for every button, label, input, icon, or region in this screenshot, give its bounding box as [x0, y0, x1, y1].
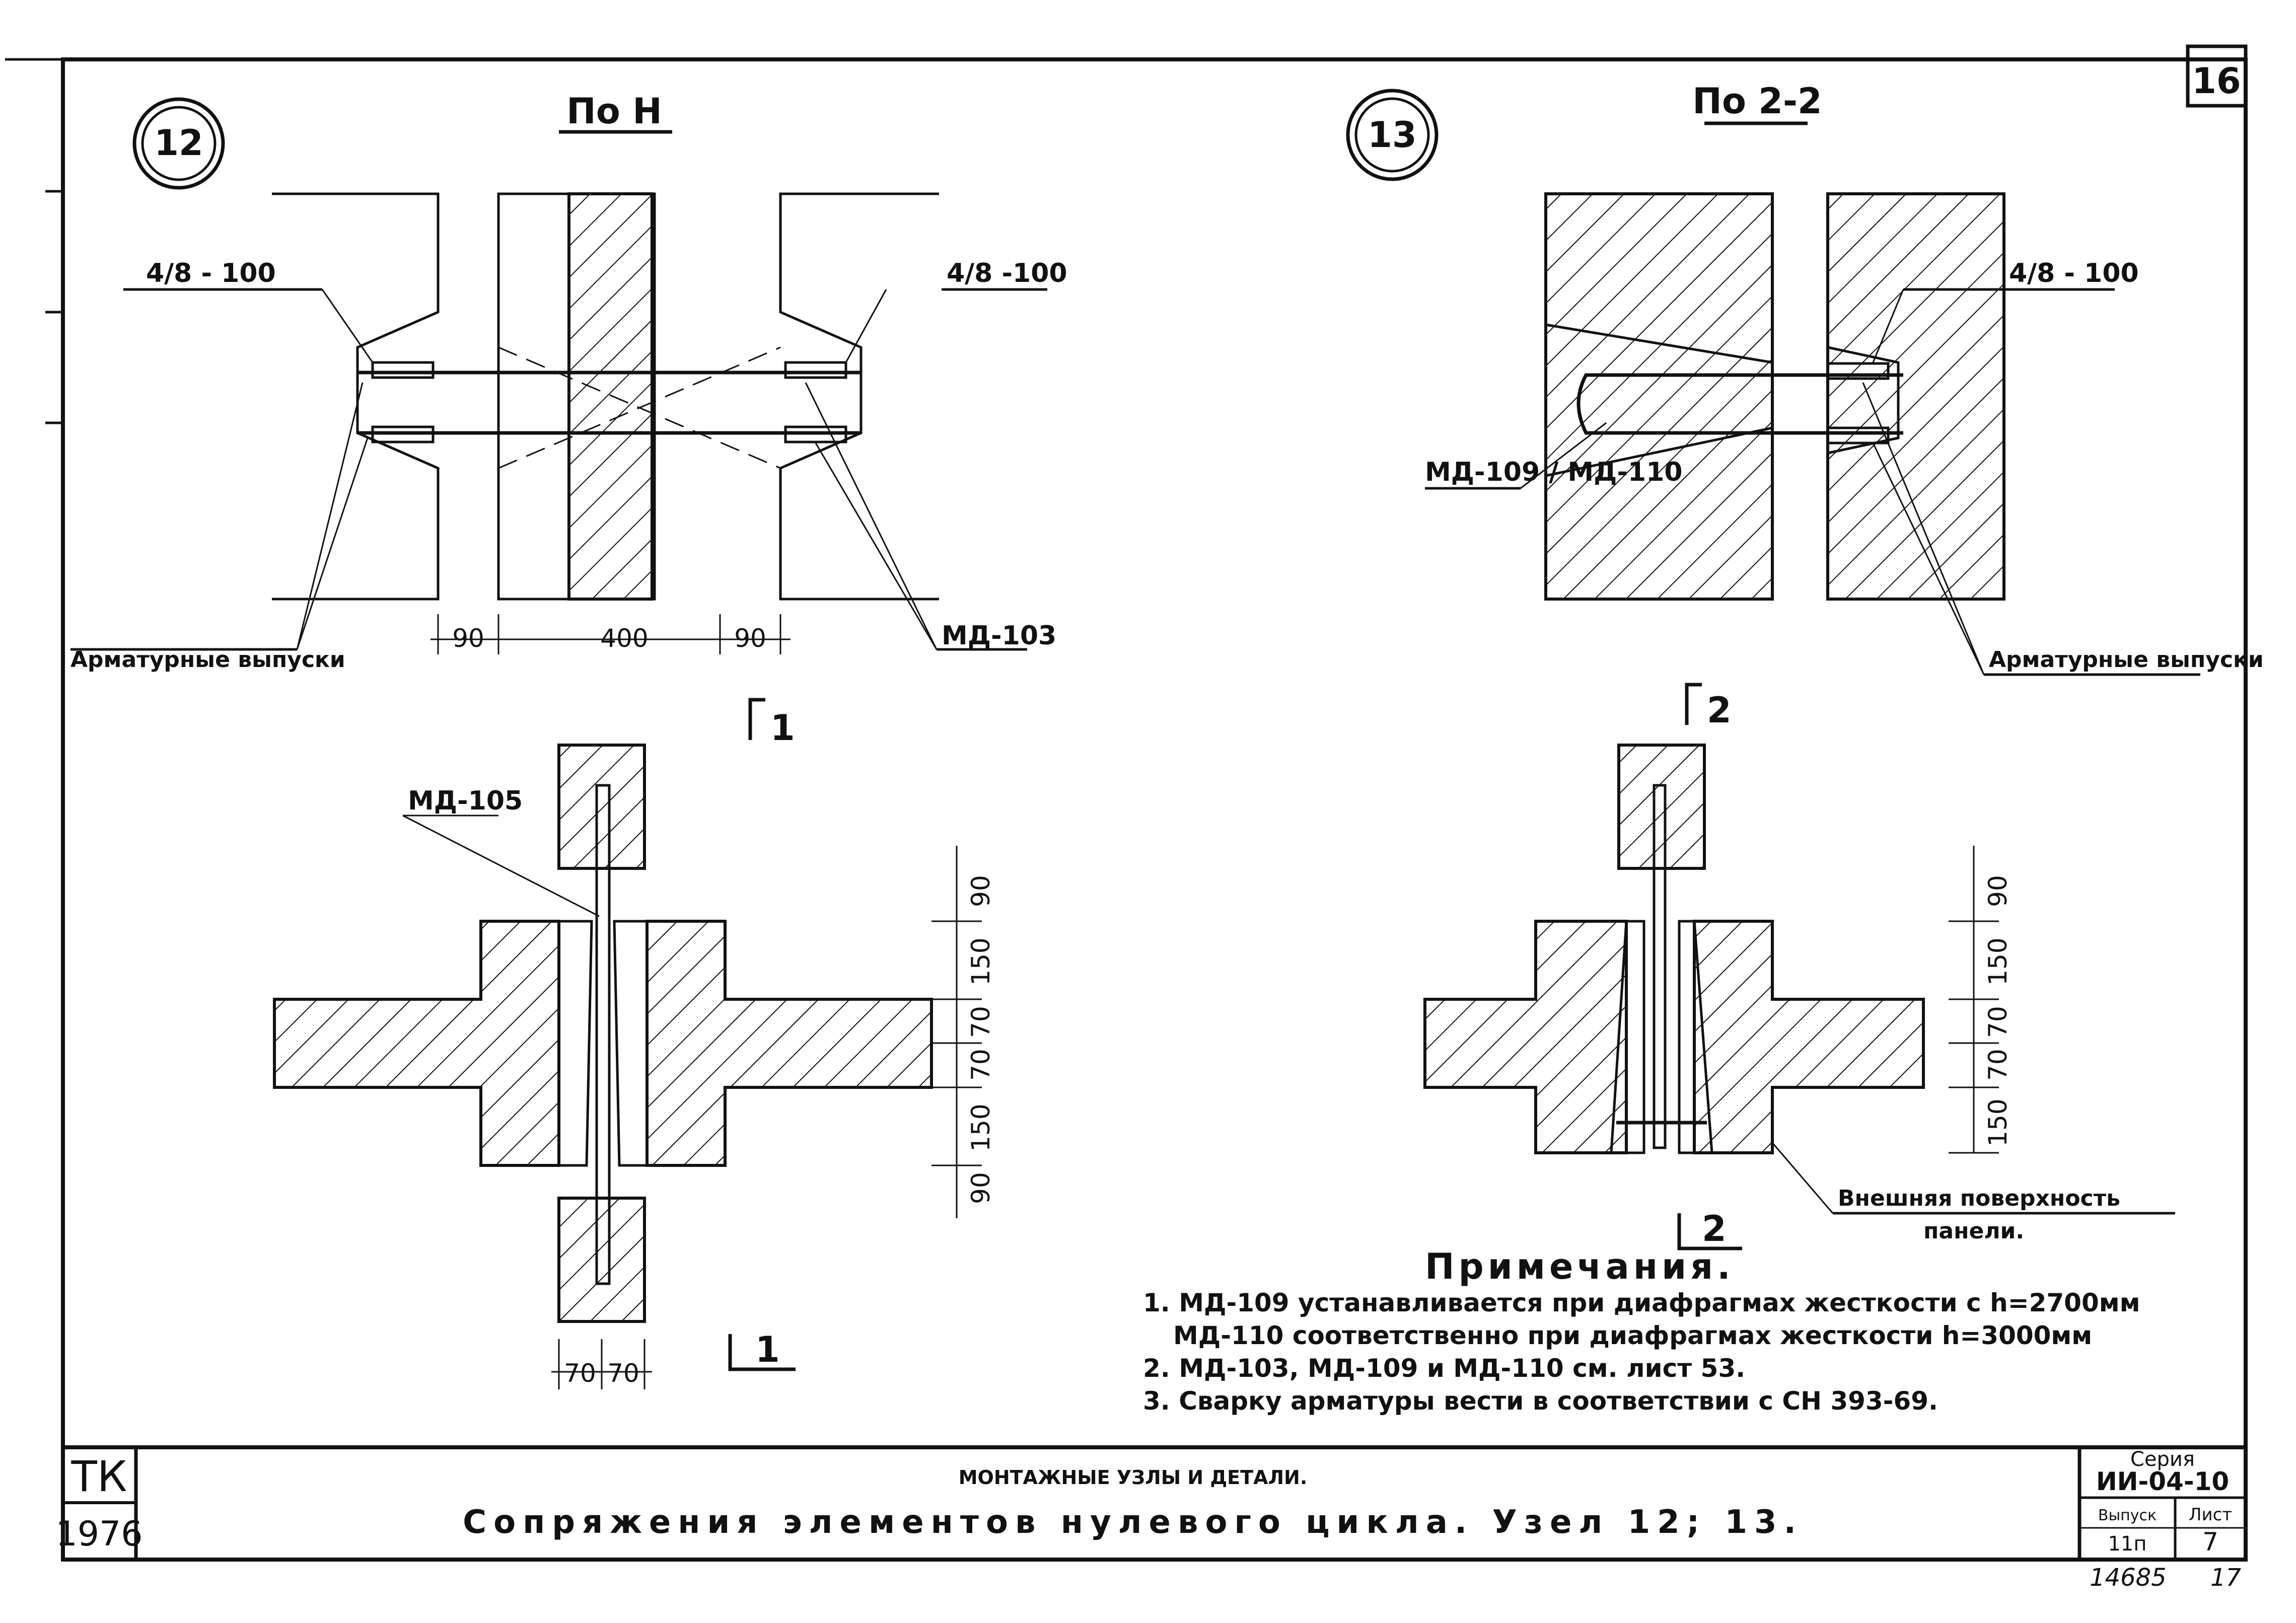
issue-value: 11п: [2108, 1532, 2146, 1556]
node-13-callout-md109-110: МД-109 / МД-110: [1425, 457, 1683, 487]
stamp-bottom-left: 14685: [2090, 1564, 2167, 1592]
node-12-dim-side-4: 70: [966, 1049, 995, 1081]
node-13-dim-side-2: 150: [1983, 937, 2013, 985]
notes-title: Примечания.: [1425, 1246, 1735, 1287]
node-12-number: 12: [154, 122, 203, 164]
node-13-dim-side-3: 70: [1983, 1006, 2013, 1038]
stamp-bottom-right: 17: [2210, 1564, 2242, 1592]
node-12-weld-right: 4/8 -100: [947, 258, 1067, 288]
node-12-dims-side: 90 150 70 70 150 90: [931, 846, 995, 1218]
node-13-dim-side-5: 150: [1983, 1098, 2013, 1146]
node-12-section-view: [273, 744, 933, 1323]
node-12-dim-90-right: 90: [734, 624, 766, 653]
node-13-section-view: [1423, 744, 1925, 1154]
node-13-dim-side-1: 90: [1983, 875, 2013, 907]
series-value: ИИ-04-10: [2096, 1467, 2229, 1496]
node-12-dim-bottom-2: 70: [607, 1359, 639, 1388]
node-12-plan-view: [272, 192, 939, 601]
note-3: 3. Сварку арматуры вести в соответствии …: [1143, 1386, 1938, 1416]
node-12-dim-bottom-1: 70: [564, 1359, 596, 1388]
node-12-dim-side-1: 90: [966, 875, 995, 907]
notes: Примечания. 1. МД-109 устанавливается пр…: [1143, 1246, 2140, 1416]
node-12-callout-md105: МД-105: [408, 786, 523, 816]
node-12-dim-side-2: 150: [966, 937, 995, 985]
node-13-dims-side: 90 150 70 70 150: [1949, 846, 2013, 1154]
issue-label: Выпуск: [2098, 1507, 2157, 1524]
sheet-value: 7: [2202, 1527, 2218, 1557]
node-12-dim-side-3: 70: [966, 1006, 995, 1038]
series-label: Серия: [2130, 1448, 2195, 1471]
note-1b: МД-110 соответственно при диафрагмах жес…: [1173, 1321, 2092, 1350]
node-12-callout-armature: Арматурные выпуски: [70, 647, 345, 673]
node-12-section-marker-bottom: 1: [755, 1329, 780, 1370]
node-12-callout-md103: МД-103: [942, 621, 1056, 651]
node-13-weld-right: 4/8 - 100: [2009, 258, 2139, 288]
node-12-dim-400: 400: [600, 624, 648, 653]
title-subtitle: МОНТАЖНЫЕ УЗЛЫ И ДЕТАЛИ.: [959, 1466, 1308, 1489]
sheet-frame: [61, 57, 2248, 1562]
node-13-section-marker-top: 2: [1707, 690, 1732, 731]
node-12-dim-90-left: 90: [452, 624, 484, 653]
note-2: 2. МД-103, МД-109 и МД-110 см. лист 53.: [1143, 1354, 1745, 1383]
node-13-dim-side-4: 70: [1983, 1049, 2013, 1081]
node-12-weld-left: 4/8 - 100: [146, 258, 276, 288]
title-org: ТК: [71, 1452, 127, 1501]
node-12-dim-side-6: 90: [966, 1172, 995, 1204]
node-13-callout-armature: Арматурные выпуски: [1989, 647, 2264, 673]
node-13-section-label: По 2-2: [1692, 81, 1822, 122]
node-12: 12 По Н 4/8 - 100 4/8: [70, 91, 1067, 1389]
node-13-callout-surface-1: Внешняя поверхность: [1838, 1186, 2120, 1211]
title-main: Сопряжения элементов нулевого цикла. Узе…: [463, 1504, 1803, 1541]
title-block: ТК 1976 МОНТАЖНЫЕ УЗЛЫ И ДЕТАЛИ. Сопряже…: [55, 1445, 2246, 1560]
node-13-badge: [1346, 89, 1439, 181]
node-12-dims-top: 90 400 90: [430, 614, 791, 654]
note-1: 1. МД-109 устанавливается при диафрагмах…: [1143, 1288, 2140, 1317]
node-12-section-label: По Н: [566, 91, 662, 132]
page-number: 16: [2192, 60, 2241, 102]
node-12-dim-side-5: 150: [966, 1103, 995, 1151]
node-12-badge: [132, 97, 225, 190]
node-13-section-marker-bottom: 2: [1702, 1208, 1727, 1249]
node-13-number: 13: [1368, 114, 1416, 156]
node-13-plan-view: [1544, 192, 2005, 601]
node-13-callout-surface-2: панели.: [1923, 1218, 2024, 1244]
node-12-dims-bottom: 70 70: [551, 1339, 652, 1389]
node-12-section-marker-top: 1: [770, 707, 795, 749]
node-13: 13 По 2-2 4/8 - 100 МД-109 / МД-110 Арма…: [1346, 81, 2264, 1250]
sheet-label: Лист: [2189, 1505, 2232, 1525]
page-number-box: [2186, 44, 2248, 108]
title-year: 1976: [55, 1514, 142, 1554]
